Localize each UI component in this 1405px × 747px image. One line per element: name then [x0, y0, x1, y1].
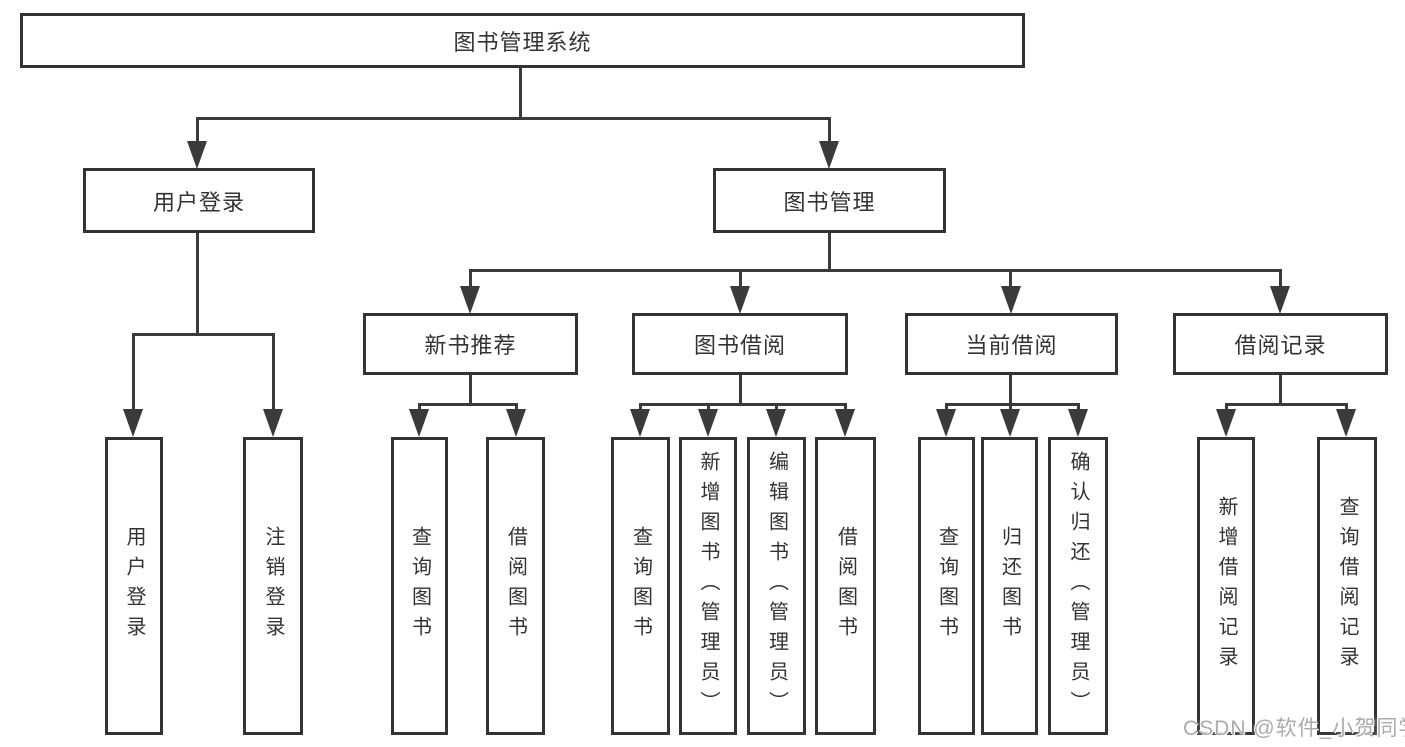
arrowhead-down-icon: [1001, 286, 1021, 314]
connector-line: [1279, 373, 1282, 405]
connector-line: [775, 403, 778, 411]
leaf-borrow-borrow: 借阅图书: [815, 437, 876, 735]
connector-line: [945, 403, 948, 411]
leaf-newbook-borrow-label: 借阅图书: [504, 526, 527, 646]
connector-line: [196, 117, 199, 145]
leaf-newbook-borrow: 借阅图书: [486, 437, 545, 735]
arrowhead-down-icon: [1270, 286, 1290, 314]
arrowhead-down-icon: [630, 409, 650, 437]
arrowhead-down-icon: [123, 409, 143, 437]
leaf-user-login-label: 用户登录: [123, 526, 145, 646]
connector-line: [828, 231, 831, 271]
arrowhead-down-icon: [1068, 409, 1088, 437]
leaf-current-confirm: 确认归还（管理员）: [1048, 437, 1108, 735]
leaf-logout: 注销登录: [243, 437, 303, 735]
connector-line: [739, 373, 742, 405]
connector-line: [515, 403, 518, 411]
connector-line: [844, 403, 847, 411]
leaf-record-query-label: 查询借阅记录: [1336, 496, 1358, 676]
connector-line: [1279, 269, 1282, 289]
connector-line: [418, 403, 518, 406]
connector-line: [828, 117, 831, 145]
arrowhead-down-icon: [766, 409, 786, 437]
connector-line: [132, 333, 135, 411]
node-root-label: 图书管理系统: [453, 29, 592, 55]
connector-line: [945, 403, 1080, 406]
node-book-mgmt: 图书管理: [713, 168, 946, 233]
leaf-borrow-query-label: 查询图书: [629, 526, 652, 646]
arrowhead-down-icon: [730, 286, 750, 314]
leaf-borrow-add-label: 新增图书（管理员）: [697, 451, 719, 721]
node-current-borrow-label: 当前借阅: [965, 333, 1058, 358]
arrowhead-down-icon: [1000, 409, 1020, 437]
node-new-books-label: 新书推荐: [424, 333, 517, 358]
connector-line: [1225, 403, 1228, 411]
node-borrow-records: 借阅记录: [1173, 313, 1388, 375]
node-book-mgmt-label: 图书管理: [783, 189, 876, 215]
connector-line: [1345, 403, 1348, 411]
arrowhead-down-icon: [1216, 409, 1236, 437]
leaf-current-confirm-label: 确认归还（管理员）: [1067, 451, 1089, 721]
leaf-record-query: 查询借阅记录: [1317, 437, 1377, 735]
leaf-logout-label: 注销登录: [262, 526, 284, 646]
connector-line: [1077, 403, 1080, 411]
arrowhead-down-icon: [409, 409, 429, 437]
leaf-borrow-edit: 编辑图书（管理员）: [747, 437, 806, 735]
leaf-borrow-query: 查询图书: [611, 437, 670, 735]
connector-line: [132, 333, 275, 336]
node-current-borrow: 当前借阅: [905, 313, 1118, 375]
node-user-login-label: 用户登录: [152, 189, 245, 215]
leaf-record-add-label: 新增借阅记录: [1215, 496, 1237, 676]
node-book-borrow-label: 图书借阅: [693, 333, 786, 358]
arrowhead-down-icon: [1336, 409, 1356, 437]
connector-line: [272, 333, 275, 411]
connector-line: [469, 269, 472, 289]
connector-line: [1225, 403, 1348, 406]
leaf-record-add: 新增借阅记录: [1197, 437, 1255, 735]
leaf-current-query-label: 查询图书: [935, 526, 958, 646]
node-root: 图书管理系统: [20, 13, 1025, 68]
arrowhead-down-icon: [698, 409, 718, 437]
connector-line: [1009, 269, 1012, 289]
connector-line: [707, 403, 710, 411]
arrowhead-down-icon: [263, 409, 283, 437]
arrowhead-down-icon: [819, 141, 839, 169]
leaf-borrow-edit-label: 编辑图书（管理员）: [765, 451, 788, 721]
connector-line: [639, 403, 847, 406]
leaf-current-return-label: 归还图书: [998, 526, 1021, 646]
leaf-newbook-query: 查询图书: [391, 437, 448, 735]
connector-line: [418, 403, 421, 411]
arrowhead-down-icon: [506, 409, 526, 437]
connector-line: [196, 117, 831, 120]
leaf-borrow-borrow-label: 借阅图书: [834, 526, 857, 646]
node-borrow-records-label: 借阅记录: [1234, 333, 1327, 358]
arrowhead-down-icon: [835, 409, 855, 437]
arrowhead-down-icon: [460, 286, 480, 314]
connector-line: [519, 66, 522, 119]
arrowhead-down-icon: [936, 409, 956, 437]
leaf-current-query: 查询图书: [918, 437, 975, 735]
connector-line: [196, 231, 199, 335]
connector-line: [639, 403, 642, 411]
connector-line: [739, 269, 742, 289]
node-user-login: 用户登录: [83, 168, 315, 233]
leaf-newbook-query-label: 查询图书: [408, 526, 431, 646]
connector-line: [1009, 403, 1012, 411]
leaf-user-login: 用户登录: [105, 437, 163, 735]
node-book-borrow: 图书借阅: [632, 313, 848, 375]
leaf-borrow-add: 新增图书（管理员）: [679, 437, 737, 735]
connector-line: [469, 373, 472, 405]
connector-line: [1009, 373, 1012, 405]
connector-line: [469, 269, 1282, 272]
arrowhead-down-icon: [187, 141, 207, 169]
node-new-books: 新书推荐: [363, 313, 578, 375]
csdn-watermark: CSDN @软件_小贺同学: [1183, 717, 1405, 740]
leaf-current-return: 归还图书: [981, 437, 1038, 735]
